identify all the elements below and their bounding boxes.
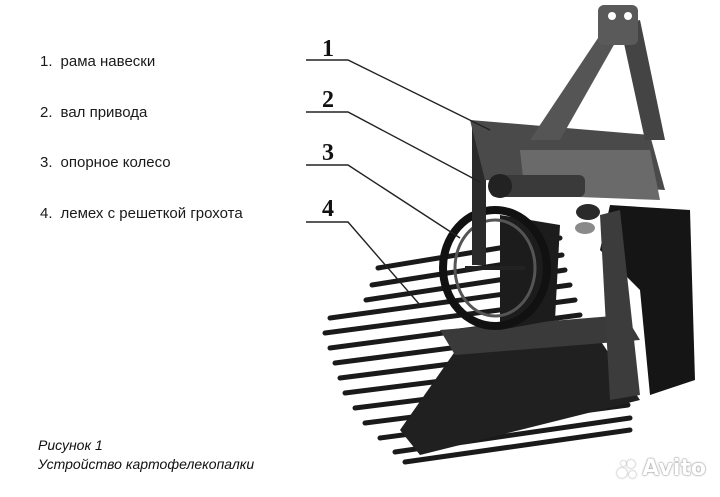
callout-number-3: 3 (322, 140, 334, 166)
hitch-frame (470, 5, 665, 200)
legend-number: 3. (40, 154, 53, 171)
legend-number: 1. (40, 53, 53, 70)
drive-shaft (488, 174, 600, 234)
callout-leaders (306, 59, 491, 306)
avito-watermark: Avito (616, 456, 706, 481)
figure-caption-title: Устройство картофелекопалки (38, 456, 255, 472)
callout-number-1: 1 (322, 36, 334, 62)
side-frame (500, 205, 695, 400)
legend-text: вал привода (60, 104, 148, 121)
legend-item-4: 4. лемех с решеткой грохота (40, 205, 243, 222)
legend-item-2: 2. вал привода (40, 104, 147, 121)
watermark-text: Avito (642, 456, 706, 481)
callout-number-2: 2 (322, 87, 334, 113)
legend-text: опорное колесо (60, 154, 171, 171)
figure-caption-label: Рисунок 1 (38, 437, 103, 453)
plough-share (400, 315, 640, 455)
legend-text: рама навески (60, 53, 156, 70)
legend-item-1: 1. рама навески (40, 53, 155, 70)
avito-logo-icon (616, 458, 638, 480)
callout-number-4: 4 (322, 196, 334, 222)
legend-item-3: 3. опорное колесо (40, 154, 171, 171)
legend-text: лемех с решеткой грохота (60, 205, 243, 222)
support-wheel (439, 206, 551, 330)
legend-number: 2. (40, 104, 53, 121)
legend-number: 4. (40, 205, 53, 222)
